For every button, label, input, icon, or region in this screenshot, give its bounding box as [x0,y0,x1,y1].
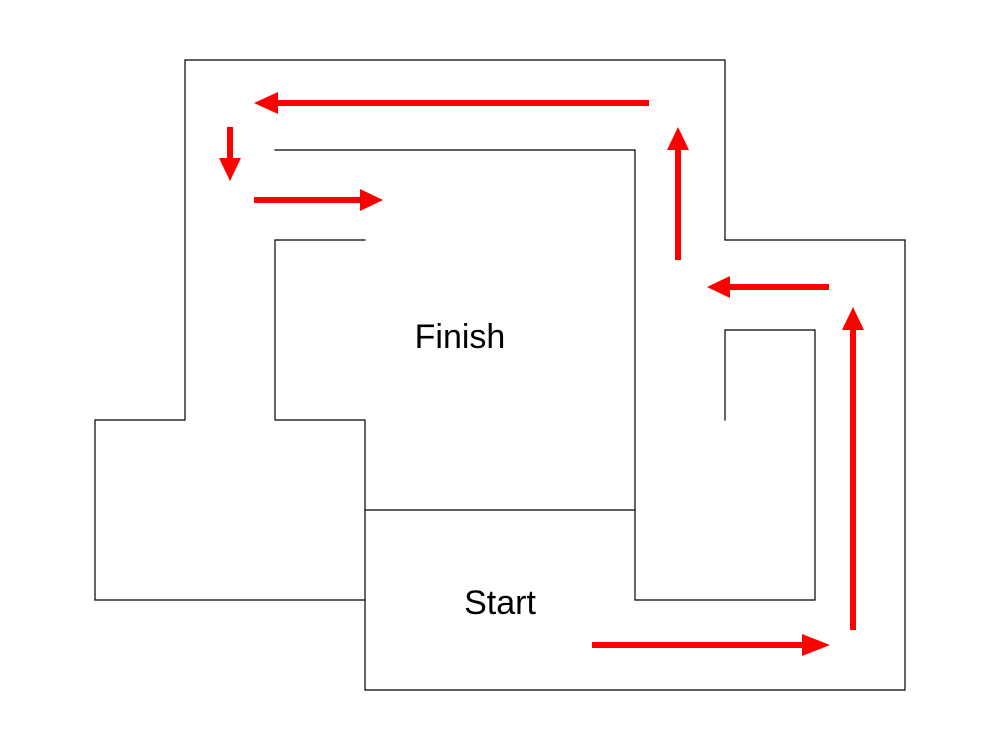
start-label: Start [464,584,536,622]
inner-walls [274,149,816,601]
arrow-down-left [219,127,241,181]
outer-walls [94,59,906,691]
finish-label: Finish [415,318,506,356]
path-arrows [219,92,864,656]
finish-room-left-wall [274,239,366,601]
outer-wall-left-upper [94,59,906,691]
arrow-left-middle [707,276,829,298]
finish-room-top-right-wall [274,149,816,601]
arrow-right-bottom [592,634,830,656]
arrow-up-right-corridor [842,307,864,630]
arrow-left-top [254,92,649,114]
arrow-up-upper-corridor [667,127,689,260]
arrow-right-into-finish [254,189,383,211]
